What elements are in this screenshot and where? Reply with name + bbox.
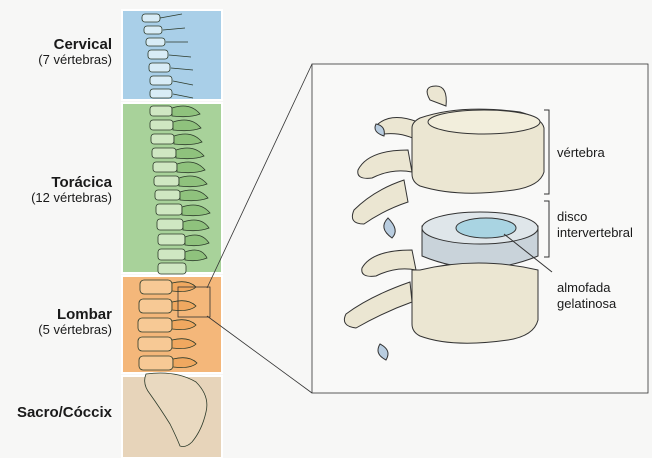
label-cervical: Cervical (7 vértebras)	[0, 36, 112, 68]
label-sacral: Sacro/Cóccix	[0, 404, 112, 421]
disc-label-line1: disco	[557, 209, 633, 225]
vertebra-label: vértebra	[557, 145, 605, 161]
nucleus-label-line2: gelatinosa	[557, 296, 616, 312]
disc-label-line2: intervertebral	[557, 225, 633, 241]
cervical-title: Cervical	[0, 36, 112, 53]
cervical-subtitle: (7 vértebras)	[0, 53, 112, 68]
nucleus-label-line1: almofada	[557, 280, 616, 296]
thoracic-title: Torácica	[0, 174, 112, 191]
lumbar-title: Lombar	[0, 306, 112, 323]
label-thoracic: Torácica (12 vértebras)	[0, 174, 112, 206]
label-lumbar: Lombar (5 vértebras)	[0, 306, 112, 338]
disc-label: disco intervertebral	[557, 209, 633, 240]
sacral-title: Sacro/Cóccix	[0, 404, 112, 421]
nucleus-label: almofada gelatinosa	[557, 280, 616, 311]
nucleus	[456, 218, 516, 238]
thoracic-subtitle: (12 vértebras)	[0, 191, 112, 206]
lumbar-subtitle: (5 vértebras)	[0, 323, 112, 338]
